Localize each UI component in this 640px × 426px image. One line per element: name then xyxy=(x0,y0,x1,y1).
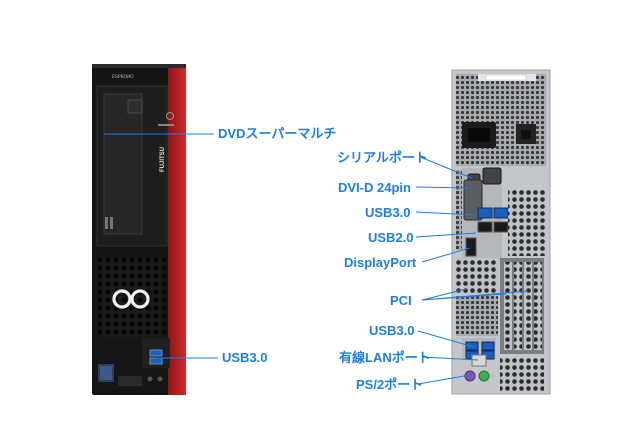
label-serial-port: シリアルポート xyxy=(337,150,428,165)
label-lan-port: 有線LANポート xyxy=(339,350,431,365)
brand-text: ESPRIMO xyxy=(112,75,134,80)
pci-slots xyxy=(500,258,544,354)
label-rear-usb30-top: USB3.0 xyxy=(365,205,411,220)
displayport-port xyxy=(465,237,477,257)
back-pc xyxy=(451,69,551,395)
ps2-port-mouse xyxy=(478,370,490,382)
label-usb20: USB2.0 xyxy=(368,230,414,245)
lan-port xyxy=(471,354,487,367)
label-dvi-port: DVI-D 24pin xyxy=(338,180,411,195)
label-rear-usb30-bottom: USB3.0 xyxy=(369,323,415,338)
label-front-usb30: USB3.0 xyxy=(222,350,268,365)
label-ps2-port: PS/2ポート xyxy=(356,377,424,392)
front-usb-port xyxy=(149,349,163,357)
fujitsu-infinity-logo xyxy=(112,289,150,309)
rear-usb20 xyxy=(477,221,493,233)
label-displayport: DisplayPort xyxy=(344,255,417,270)
front-pc: ESPRIMO FUJITSU xyxy=(92,64,186,395)
label-pci: PCI xyxy=(390,293,412,308)
label-dvd-drive: DVDスーパーマルチ xyxy=(218,126,337,141)
fujitsu-logo: FUJITSU xyxy=(160,147,166,172)
leader-lines xyxy=(104,133,529,385)
rear-usb30-top xyxy=(477,207,493,219)
